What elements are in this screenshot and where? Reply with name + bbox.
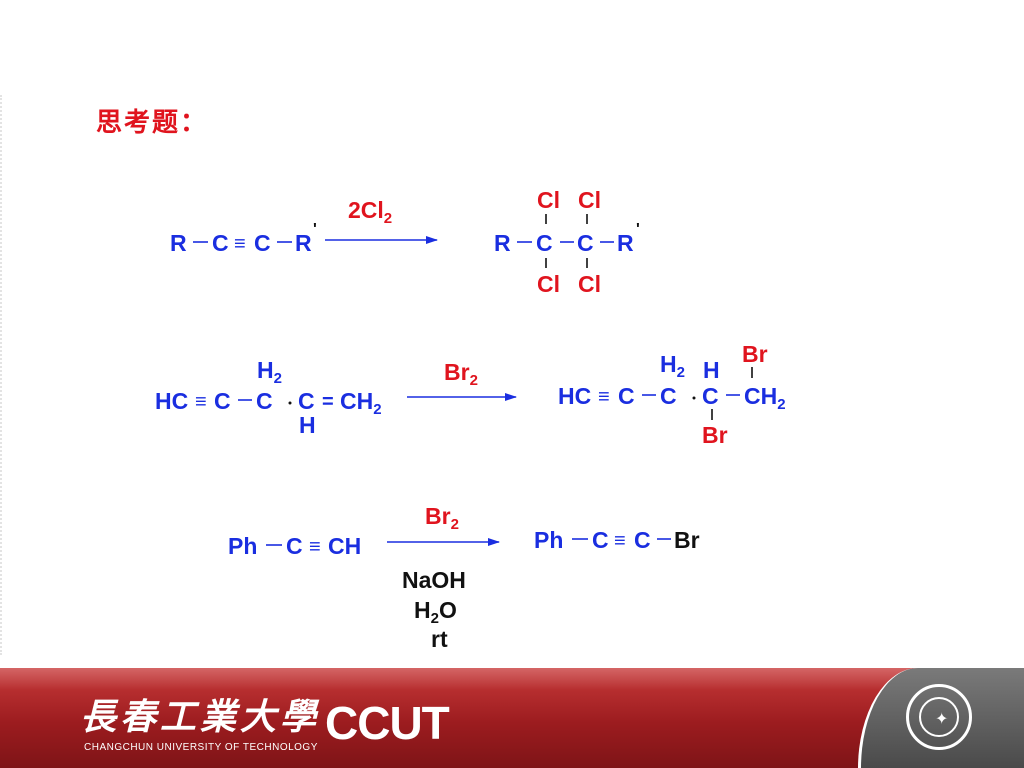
r3-triple-bond: ≡	[309, 536, 321, 558]
r1-Cl-top-right: Cl	[578, 187, 601, 213]
r3-product-triple: ≡	[614, 530, 626, 552]
left-border-decoration	[0, 95, 8, 655]
school-abbreviation: CCUT	[325, 697, 450, 749]
footer-sheen	[0, 668, 1024, 690]
r3-reactant-CH: CH	[328, 533, 361, 559]
r3-product-Br: Br	[674, 527, 700, 553]
reaction-3: Ph C ≡ CH Br2 NaOH H2O rt Ph C ≡ C Br	[228, 503, 700, 652]
r2-product-Br-bottom: Br	[702, 422, 728, 448]
r1-product-R2: R	[617, 230, 634, 256]
r2-product-triple: ≡	[598, 386, 610, 408]
r2-product-CH2: CH2	[744, 383, 786, 413]
r2-dot	[692, 396, 696, 400]
r2-product-H2: H2	[660, 351, 685, 381]
r1-product-C2: C	[577, 230, 594, 256]
r3-product-C1: C	[592, 527, 609, 553]
school-name-chinese: 長春工業大學	[80, 696, 321, 738]
r2-reactant-C2: C	[256, 388, 273, 414]
r2-product-HC: HC	[558, 383, 591, 409]
r1-reagent: 2Cl2	[348, 197, 392, 227]
r2-product-Br-top: Br	[742, 341, 768, 367]
r3-condition-water: H2O	[414, 597, 457, 627]
r2-reactant-C3: C	[298, 388, 315, 414]
seal-mark-icon: ✦	[935, 711, 949, 728]
r2-reactant-H2: H2	[257, 357, 282, 387]
r2-reagent: Br2	[444, 359, 478, 389]
r2-reactant-H: H	[299, 412, 316, 438]
footer-banner: 長春工業大學 CHANGCHUN UNIVERSITY OF TECHNOLOG…	[0, 668, 1024, 768]
r1-prime: '	[313, 221, 317, 238]
reaction-1: R C ≡ C R ' 2Cl2 R C C R ' Cl Cl	[170, 187, 640, 297]
r1-reactant-C1: C	[212, 230, 229, 256]
r3-reactant-C: C	[286, 533, 303, 559]
r1-Cl-bottom-left: Cl	[537, 271, 560, 297]
university-seal-icon: ✦	[906, 684, 972, 750]
reaction-2: HC ≡ C C H2 C H = CH2 Br2 HC ≡ C C H2 C …	[155, 341, 786, 448]
r3-condition-temp: rt	[431, 626, 448, 652]
r1-Cl-bottom-right: Cl	[578, 271, 601, 297]
r3-product-Ph: Ph	[534, 527, 563, 553]
seal-inner-ring: ✦	[919, 697, 959, 737]
r1-reactant-R: R	[170, 230, 187, 256]
r1-product-C1: C	[536, 230, 553, 256]
r2-reactant-HC: HC	[155, 388, 188, 414]
r1-reactant-C2: C	[254, 230, 271, 256]
slide-title: 思考题：	[96, 108, 209, 138]
r2-product-C2: C	[660, 383, 677, 409]
school-name-english: CHANGCHUN UNIVERSITY OF TECHNOLOGY	[84, 742, 318, 753]
r2-reactant-CH2: CH2	[340, 388, 382, 418]
reaction-scheme: R C ≡ C R ' 2Cl2 R C C R ' Cl Cl	[155, 187, 786, 652]
r2-double-bond: =	[322, 391, 334, 413]
r2-triple-bond: ≡	[195, 391, 207, 413]
r2-product-H: H	[703, 357, 720, 383]
r2-dot	[288, 401, 292, 405]
r3-reactant-Ph: Ph	[228, 533, 257, 559]
r1-product-prime: '	[636, 221, 640, 238]
r1-reactant-R2: R	[295, 230, 312, 256]
r1-Cl-top-left: Cl	[537, 187, 560, 213]
r3-condition-naoh: NaOH	[402, 567, 466, 593]
r1-triple-bond: ≡	[234, 233, 246, 255]
r1-product-R: R	[494, 230, 511, 256]
r2-product-C1: C	[618, 383, 635, 409]
r3-product-C2: C	[634, 527, 651, 553]
r3-reagent: Br2	[425, 503, 459, 533]
r2-reactant-C1: C	[214, 388, 231, 414]
r2-product-C3: C	[702, 383, 719, 409]
